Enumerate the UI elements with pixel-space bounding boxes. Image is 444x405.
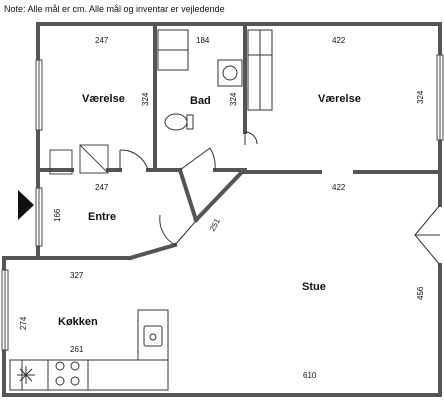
dim-kokken-counter: 261 [70, 345, 84, 354]
dim-bad-height: 324 [229, 92, 238, 106]
plan-note: Note: Alle mål er cm. Alle mål og invent… [4, 4, 225, 14]
room-label-entre: Entre [88, 211, 116, 223]
dim-vaerelse-right-height: 324 [416, 90, 425, 104]
fan-icon [17, 366, 35, 384]
dim-stue-height: 456 [416, 286, 425, 300]
dim-vaerelse-right-width-bottom: 422 [332, 183, 346, 192]
dim-bad-width: 184 [196, 36, 210, 45]
dim-kokken-width: 327 [70, 271, 84, 280]
dim-entre-width: 247 [95, 183, 109, 192]
stove-icon [55, 361, 80, 386]
entrance-arrow-icon [18, 190, 34, 220]
room-label-stue: Stue [302, 281, 326, 293]
room-label-vaerelse-left: Værelse [82, 93, 125, 105]
room-label-kokken: Køkken [58, 316, 98, 328]
dim-kokken-height: 274 [19, 316, 28, 330]
doors [119, 131, 441, 266]
dim-entre-height: 166 [53, 208, 62, 222]
closet [49, 144, 109, 175]
sink-icon [217, 59, 243, 87]
dim-vaerelse-right-width-top: 422 [332, 36, 346, 45]
walls [2, 22, 442, 397]
dim-vaerelse-left-height: 324 [141, 92, 150, 106]
windows [1, 54, 444, 351]
room-label-bad: Bad [190, 95, 211, 107]
bath-fixtures [157, 29, 273, 131]
toilet-icon [164, 113, 194, 131]
dim-diagonal-wall: 251 [208, 216, 222, 232]
dim-vaerelse-left-width: 247 [95, 36, 109, 45]
kitchen-counter [9, 309, 169, 391]
room-label-vaerelse-right: Værelse [318, 93, 361, 105]
dim-stue-width: 610 [303, 371, 317, 380]
